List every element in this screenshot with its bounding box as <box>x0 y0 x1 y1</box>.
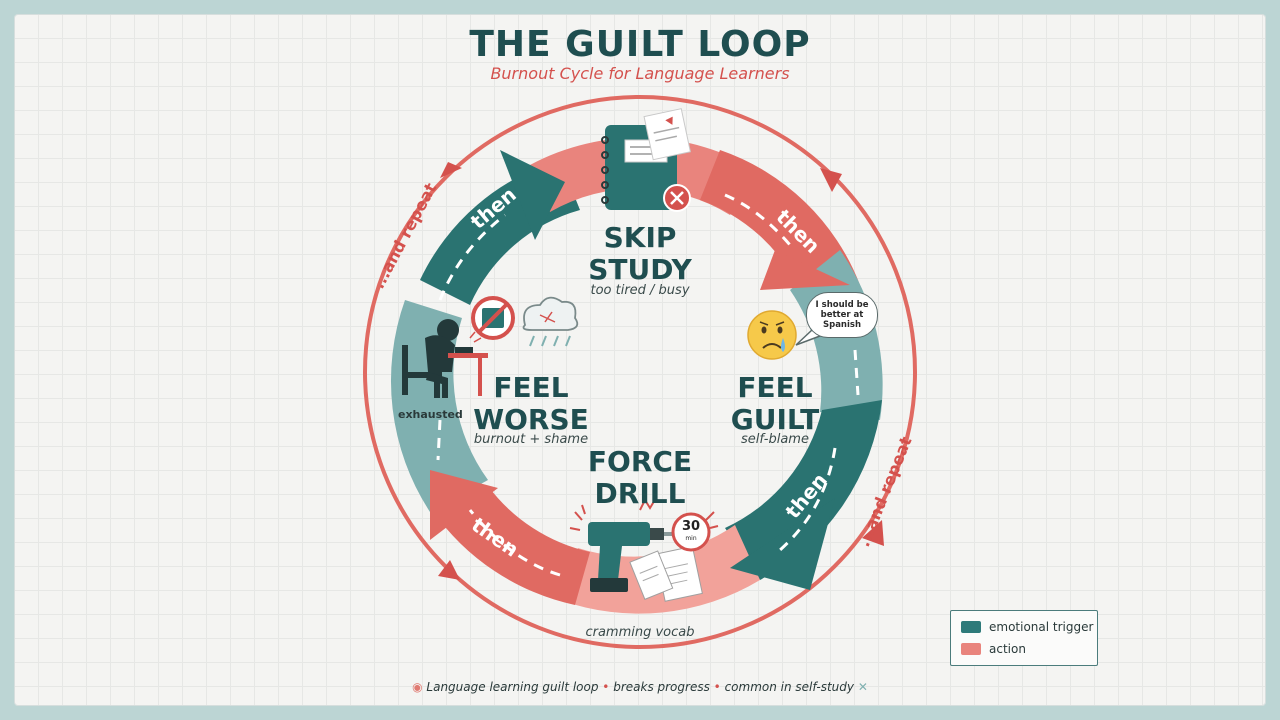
step-note-force-drill: cramming vocab <box>585 625 695 640</box>
exhausted-person-icon <box>402 319 488 398</box>
flashcards-icon <box>629 545 703 602</box>
timer-value: 30 <box>681 519 701 534</box>
timer-icon <box>671 511 719 552</box>
dashed-connectors <box>436 193 860 577</box>
legend: emotional trigger action <box>950 610 1098 666</box>
step-label-force-drill: FORCE DRILL <box>587 445 693 510</box>
brain-icon: ◉ <box>412 680 423 694</box>
legend-item-emotional-trigger: emotional trigger <box>961 619 1093 635</box>
step-label-feel-worse: FEEL WORSE <box>473 371 589 436</box>
notebook-icon <box>601 108 691 212</box>
step-note-feel-guilt: self-blame <box>741 432 809 447</box>
step-label-skip-study: SKIP STUDY <box>588 221 692 286</box>
footer-part-1: Language learning guilt loop <box>426 680 599 694</box>
footer-separator: • <box>602 680 610 694</box>
power-drill-icon <box>569 497 678 592</box>
legend-label: action <box>989 642 1026 656</box>
no-study-icon <box>471 296 515 340</box>
footer-part-2: breaks progress <box>613 680 710 694</box>
band-feel-worse <box>390 300 488 512</box>
footer-separator: • <box>713 680 721 694</box>
step-note-feel-worse: burnout + shame <box>473 432 589 447</box>
step-note-skip-study: too tired / busy <box>590 283 690 298</box>
page-title: THE GUILT LOOP <box>469 24 811 65</box>
bandage-icon: ✕ <box>857 680 868 694</box>
legend-swatch-teal <box>961 621 981 633</box>
outer-loop-ring <box>363 95 917 649</box>
sad-face-icon <box>747 310 797 360</box>
page-subtitle: Burnout Cycle for Language Learners <box>490 64 790 83</box>
timer-unit: min <box>685 535 697 542</box>
footer-part-3: common in self-study <box>724 680 855 694</box>
legend-label: emotional trigger <box>989 620 1094 634</box>
footer: ◉ Language learning guilt loop • breaks … <box>0 680 1280 694</box>
band-arrowheads <box>430 150 850 590</box>
speech-bubble: I should be better at Spanish <box>806 292 878 338</box>
outer-ring-arrowheads <box>438 162 884 580</box>
rain-cloud-icon <box>522 296 579 347</box>
legend-item-action: action <box>961 641 1026 657</box>
exhausted-label: exhausted <box>398 408 463 421</box>
legend-swatch-salmon <box>961 643 981 655</box>
step-label-feel-guilt: FEEL GUILT <box>730 371 820 436</box>
